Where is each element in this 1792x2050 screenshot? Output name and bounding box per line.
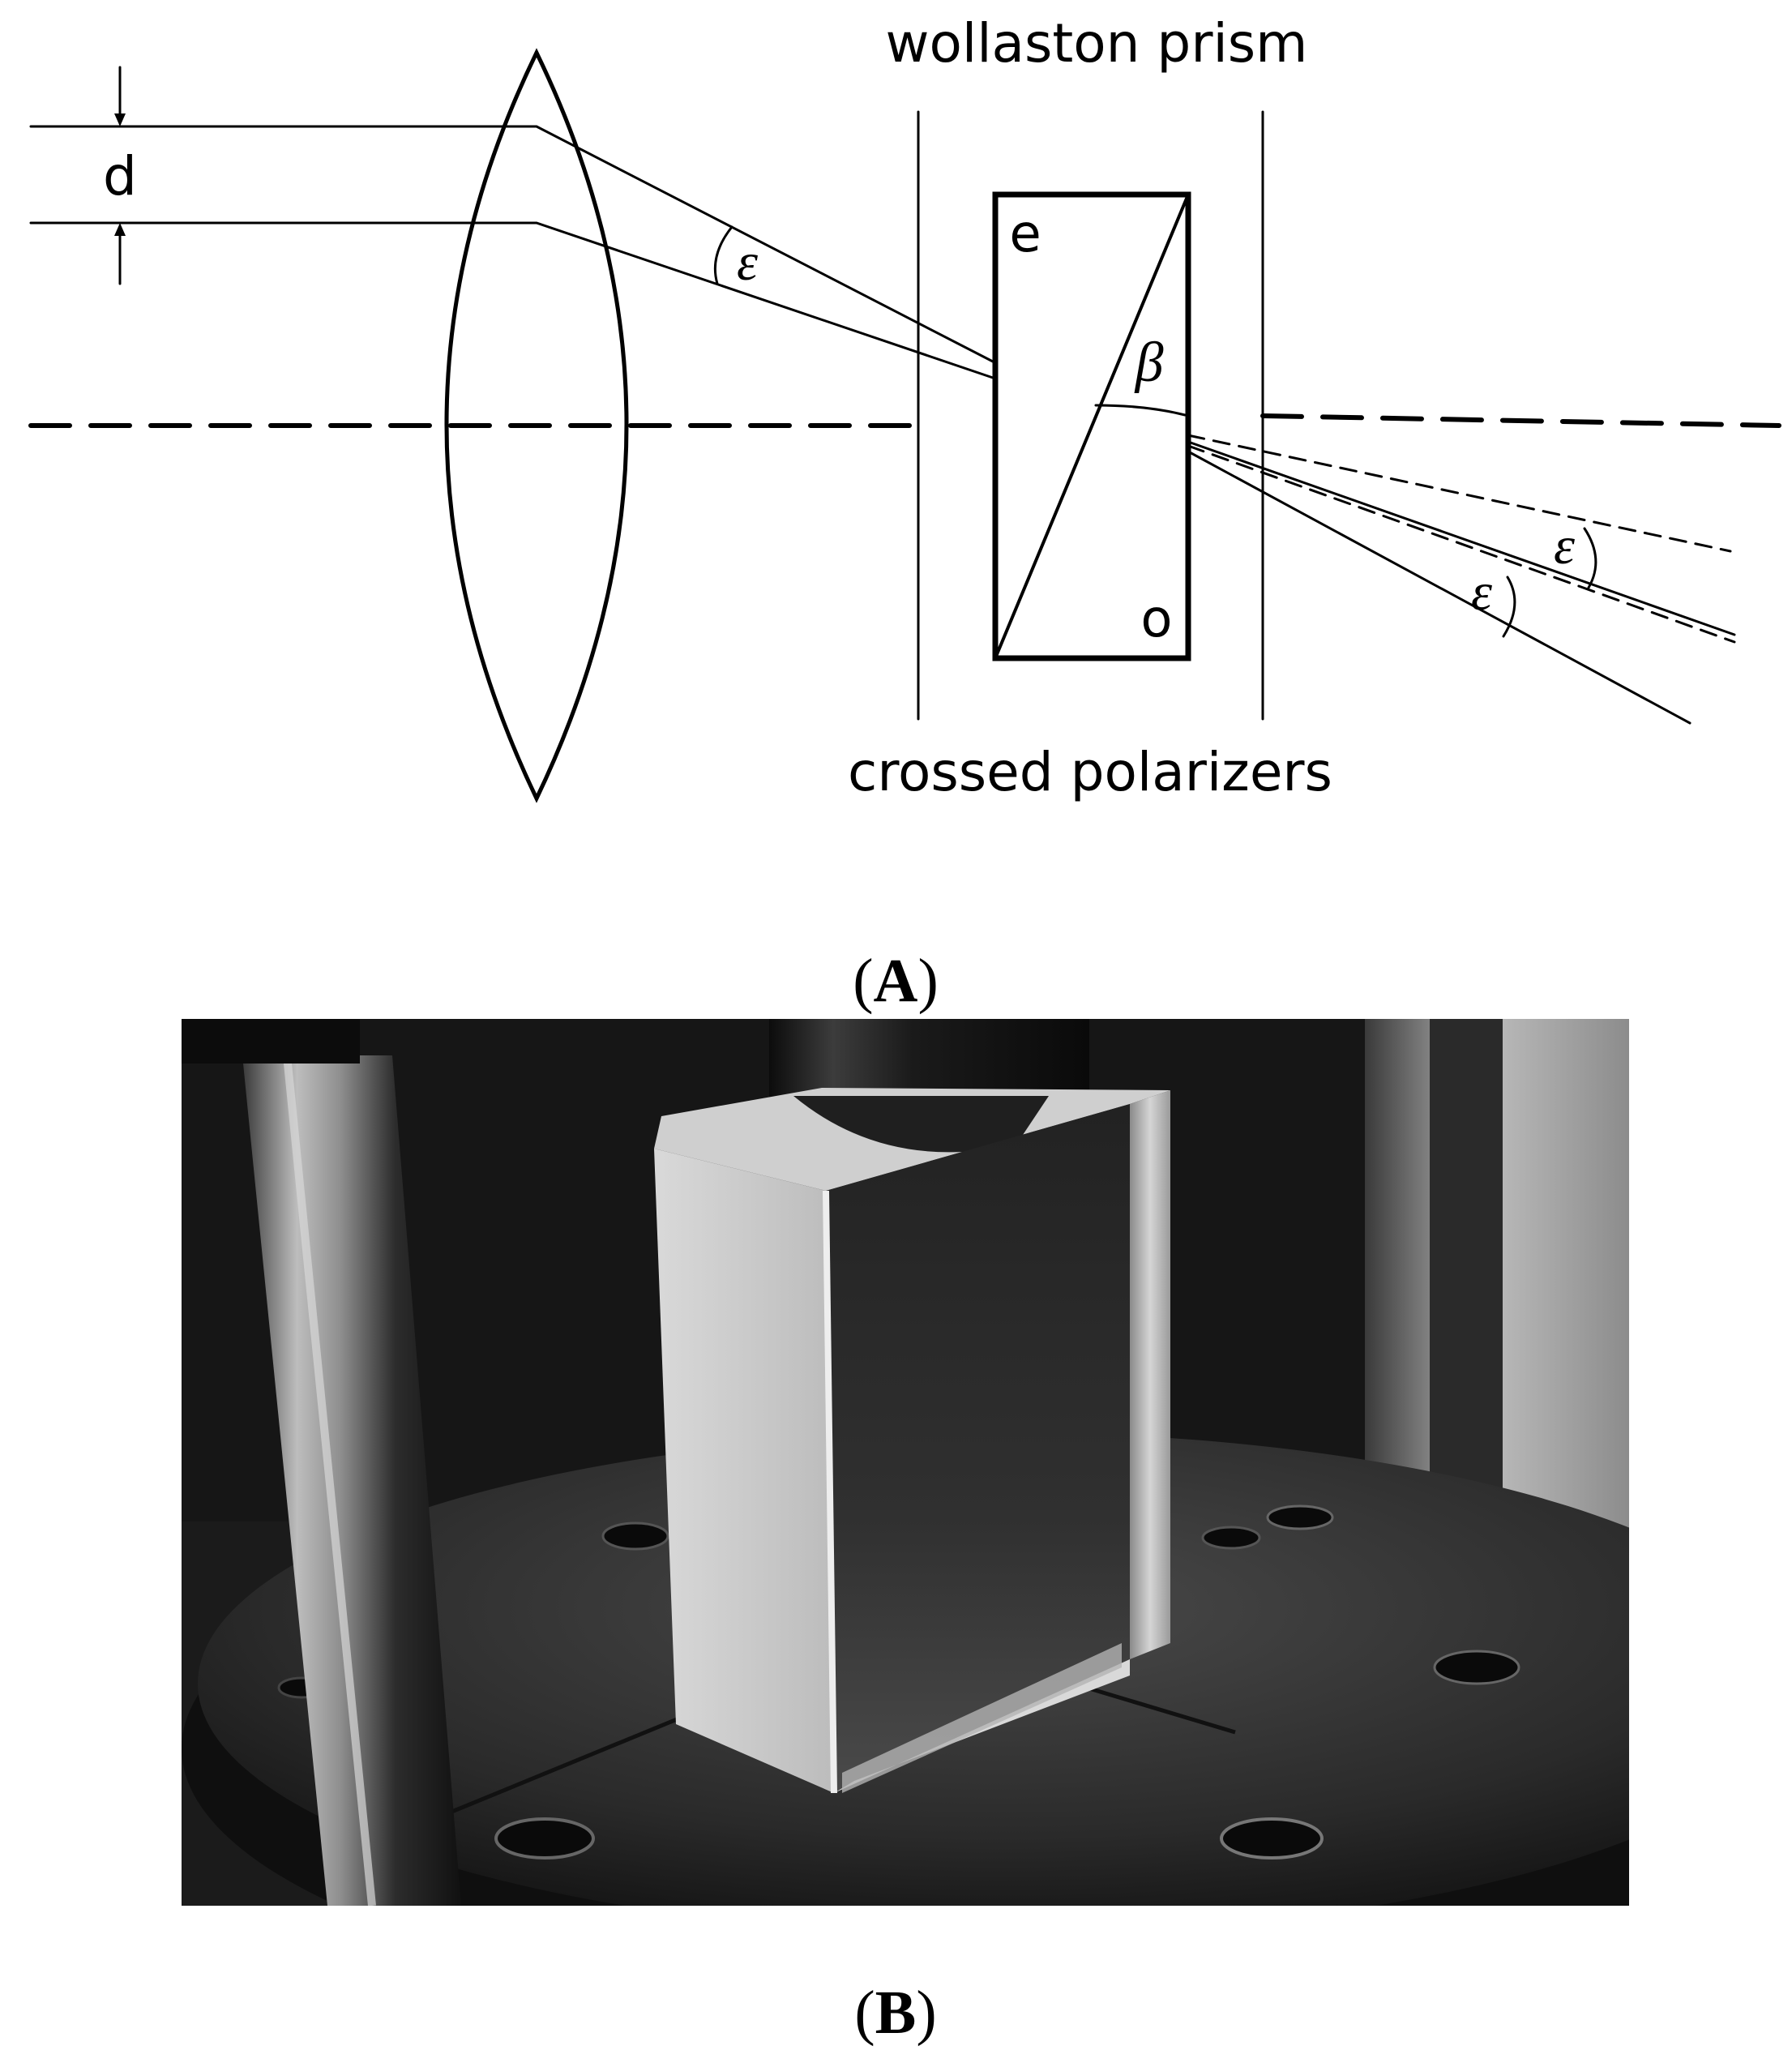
output-angle-arc-upper (1583, 527, 1597, 589)
screw-hole (601, 1521, 669, 1551)
screw-hole (1266, 1504, 1334, 1530)
output-ray-solid-lower (1187, 450, 1691, 725)
incoming-beam-upper (29, 125, 994, 363)
screw-hole (494, 1817, 595, 1860)
prism-front-face (826, 1104, 1130, 1793)
wollaston-prism (992, 191, 1191, 661)
output-ray-dashed-lower (1187, 444, 1736, 644)
support-rod (242, 1055, 461, 1906)
output-angle-label-upper: ε (1554, 516, 1575, 576)
top-left-mount (182, 1019, 360, 1064)
panel-a-text: wollaston prism crossed polarizers d e o… (103, 12, 1575, 1015)
output-angle-label-lower: ε (1471, 563, 1492, 622)
photo-frame (182, 1019, 1629, 1906)
prism-left-face (654, 1149, 834, 1793)
panel-a-label: (A) (853, 947, 939, 1015)
separation-arrowhead-top (114, 113, 126, 126)
prism-top-cutout (793, 1096, 1049, 1153)
extraordinary-ray-label: e (1009, 204, 1041, 264)
panel-a-diagram (28, 48, 1781, 803)
prism-lower-wedge (842, 1643, 1122, 1793)
panel-b-label: (B) (854, 1979, 936, 2047)
prism-angle-label: β (1134, 332, 1164, 394)
wollaston-prism-label: wollaston prism (886, 12, 1308, 75)
ordinary-ray-label: o (1140, 589, 1172, 649)
convergence-angle-arc (713, 225, 733, 285)
prism-interface (994, 193, 1190, 660)
output-ray-dashed-upper (1187, 434, 1732, 553)
converging-lens (444, 48, 629, 803)
convergence-angle-label: ε (737, 233, 758, 292)
output-ray-solid-upper (1187, 440, 1736, 636)
beam-separation-label: d (103, 145, 137, 208)
output-angle-arc-lower (1502, 576, 1516, 638)
screw-hole (1201, 1526, 1261, 1550)
support-rod-highlight (283, 1055, 376, 1906)
separation-arrowhead-bottom (114, 223, 126, 236)
prism-angle-arc (1094, 404, 1187, 417)
incoming-beam-lower (29, 221, 994, 379)
prism-front-edge (823, 1190, 837, 1794)
screw-hole (1220, 1817, 1324, 1860)
optical-axis-right (1260, 413, 1781, 428)
panel-b-photo (182, 1019, 1629, 1906)
prism-right-edge (1130, 1090, 1170, 1659)
crossed-polarizers-label: crossed polarizers (848, 741, 1332, 803)
screw-hole (1433, 1650, 1520, 1685)
